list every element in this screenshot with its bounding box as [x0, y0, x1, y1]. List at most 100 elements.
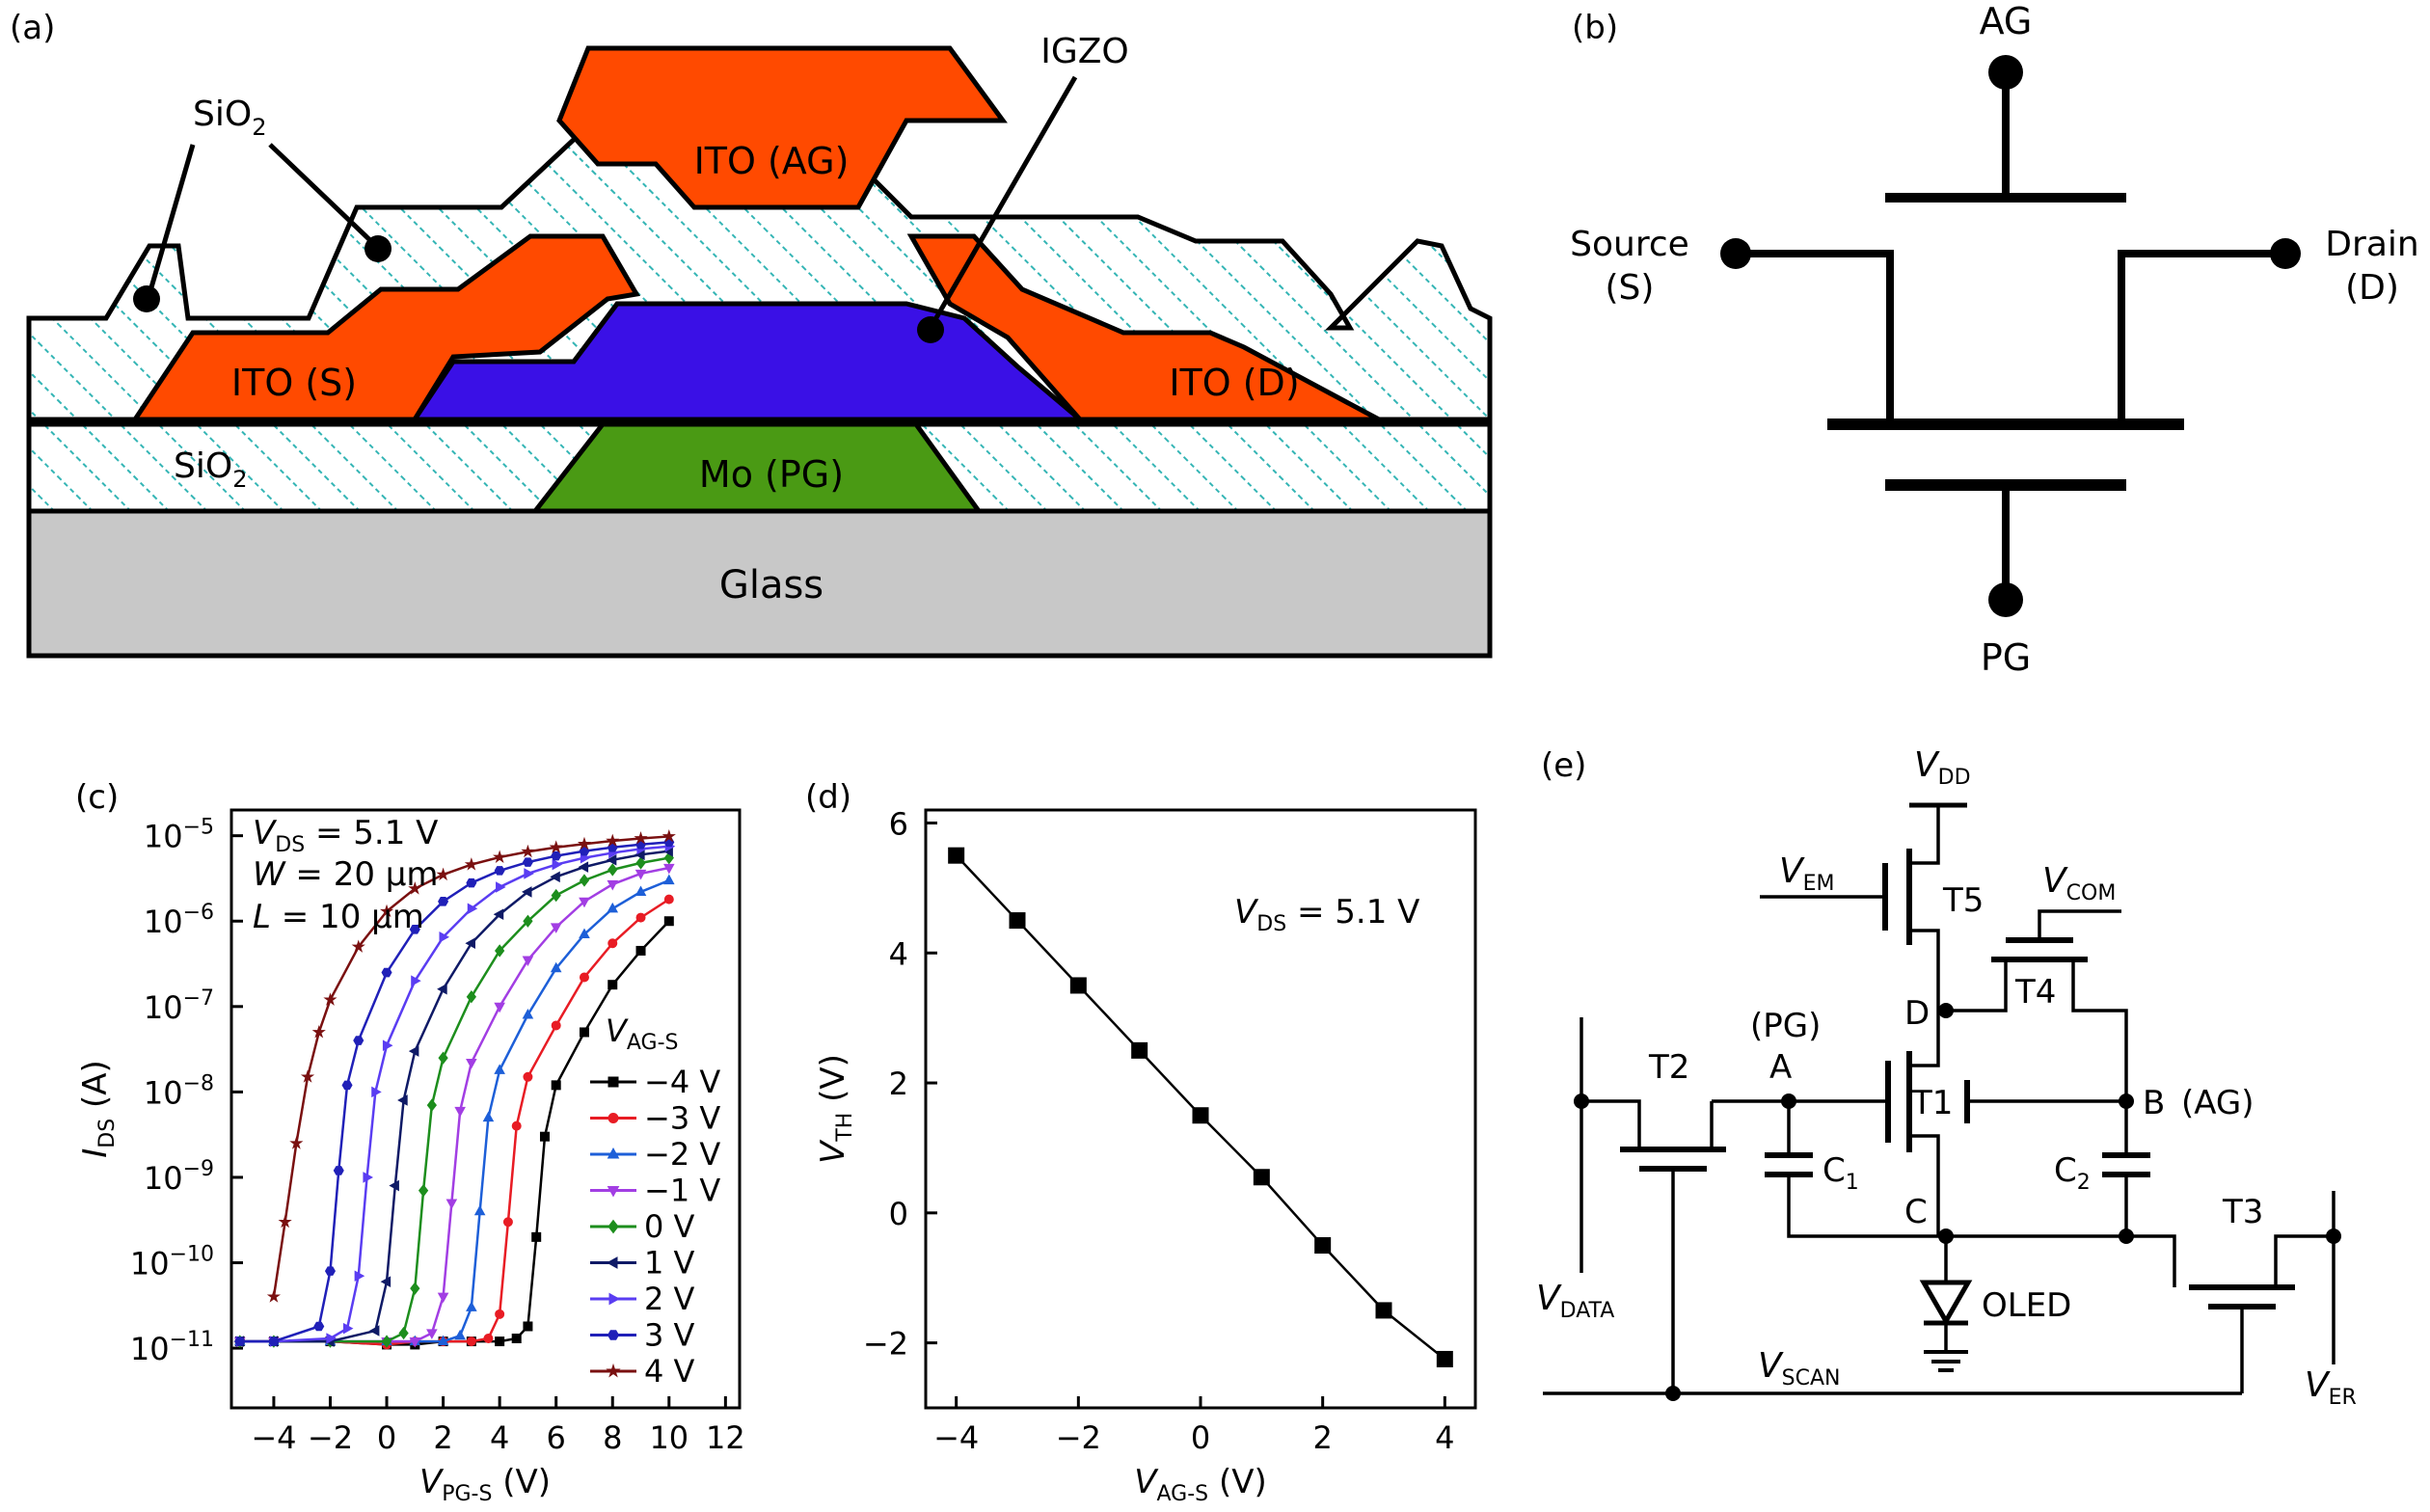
- c-series-line: [239, 898, 670, 1346]
- c-point: [663, 874, 675, 885]
- c-legend-marker: [607, 1186, 620, 1198]
- sio2-pointer-2: [268, 143, 378, 248]
- c-point: [578, 861, 589, 873]
- c-point: [606, 854, 617, 866]
- c-point: [522, 857, 533, 867]
- c-point: [551, 888, 561, 903]
- igzo-layer: [410, 301, 1087, 422]
- c-legend-label: 0 V: [644, 1208, 695, 1245]
- panel-a: (a) Glass Mo (PG) SiO2 ITO (S) ITO (D) I…: [10, 9, 1493, 659]
- d-x-tick-label: −4: [933, 1419, 979, 1456]
- source-abbr: (S): [1606, 268, 1655, 308]
- d-y-tick-label: −2: [863, 1326, 908, 1363]
- c-point: [550, 871, 560, 883]
- d-annotation: VDS = 5.1 V: [1234, 893, 1419, 936]
- t5-drain-wire: [1909, 805, 1940, 865]
- c-point: [521, 844, 535, 858]
- c-point: [351, 939, 365, 953]
- c-point: [363, 1172, 373, 1183]
- igzo-label: IGZO: [1040, 32, 1129, 71]
- node-b-label: B: [2143, 1084, 2165, 1122]
- c-point: [552, 858, 563, 871]
- d-y-tick-label: 2: [889, 1066, 908, 1102]
- c-point: [454, 1106, 466, 1118]
- plot-c-legend: −4 V−3 V−2 V−1 V0 V1 V2 V3 V4 V: [590, 1064, 720, 1390]
- d-point: [948, 847, 965, 864]
- c-point: [467, 903, 478, 915]
- c-point: [608, 938, 618, 949]
- c-point: [495, 1336, 505, 1347]
- c-point: [409, 925, 420, 934]
- c-point: [426, 1098, 438, 1112]
- c-point: [466, 1301, 477, 1311]
- c-series-line: [239, 866, 670, 1343]
- c-point: [502, 1217, 513, 1228]
- c-point: [382, 1040, 393, 1051]
- c-point: [607, 902, 619, 913]
- c-point: [577, 836, 592, 850]
- c-point: [379, 904, 394, 918]
- c-x-tick-label: −2: [308, 1419, 353, 1456]
- c-point: [635, 912, 646, 923]
- panel-d-label: (d): [805, 778, 851, 817]
- c-point: [550, 923, 562, 933]
- c-point: [398, 1326, 409, 1340]
- ito-d-label: ITO (D): [1169, 362, 1299, 404]
- c-point: [522, 1008, 534, 1019]
- d-y-tick-label: 0: [889, 1196, 908, 1232]
- d-point: [1253, 1169, 1270, 1186]
- c-series-line: [239, 920, 670, 1346]
- source-wire: [1736, 250, 1894, 424]
- c-point: [342, 1322, 354, 1335]
- c-cond-w: W = 20 μm: [253, 855, 439, 894]
- glass-label: Glass: [719, 563, 824, 608]
- d-y-tick-label: 4: [889, 935, 908, 972]
- c-point: [437, 1335, 449, 1346]
- sio2-pointer-1: [147, 144, 196, 295]
- c-point: [368, 1325, 380, 1336]
- t5-label: T5: [1942, 881, 1984, 920]
- c-point: [663, 916, 674, 927]
- c-legend-label: −3 V: [644, 1100, 720, 1137]
- panel-c-label: (c): [75, 778, 119, 817]
- ag-tag: (AG): [2181, 1084, 2254, 1122]
- vem-label: VEM: [1779, 851, 1835, 896]
- c-y-tick-label: 10−6: [144, 901, 214, 940]
- c-point: [551, 1080, 561, 1091]
- vscan-node: [1665, 1386, 1681, 1401]
- ito-ag: [556, 45, 1008, 210]
- c-point: [523, 1071, 533, 1082]
- t2-left-wire: [1581, 1099, 1641, 1149]
- sio2-dot-2: [364, 235, 392, 262]
- c-y-tick-label: 10−8: [144, 1071, 214, 1111]
- d-xlabel: VAG-S (V): [1134, 1463, 1267, 1506]
- sio2-dot-1: [133, 285, 160, 312]
- oled-label: OLED: [1982, 1286, 2071, 1325]
- c-point: [300, 1069, 315, 1083]
- c-y-tick-label: 10−5: [144, 816, 214, 855]
- c-point: [493, 850, 507, 863]
- c-point: [418, 1183, 429, 1198]
- plot-c-series: [233, 828, 676, 1350]
- c-point: [663, 863, 675, 875]
- c-point: [266, 1289, 282, 1303]
- vcom-wire: [2038, 909, 2121, 940]
- c-point: [380, 1276, 392, 1287]
- c-x-tick-label: 12: [706, 1419, 745, 1456]
- c-point: [466, 990, 476, 1004]
- c-point: [341, 1080, 353, 1091]
- c-point: [524, 868, 534, 879]
- c-point: [523, 914, 533, 928]
- mo-gate: [529, 421, 984, 514]
- t2-label: T2: [1648, 1048, 1689, 1087]
- c-x-tick-label: 2: [433, 1419, 452, 1456]
- c-y-tick-label: 10−10: [130, 1243, 214, 1282]
- c-point: [323, 992, 338, 1006]
- c-point: [234, 1336, 246, 1346]
- c-x-tick-label: 6: [547, 1419, 566, 1456]
- c-legend-label: 4 V: [644, 1353, 695, 1390]
- c-point: [397, 1094, 408, 1106]
